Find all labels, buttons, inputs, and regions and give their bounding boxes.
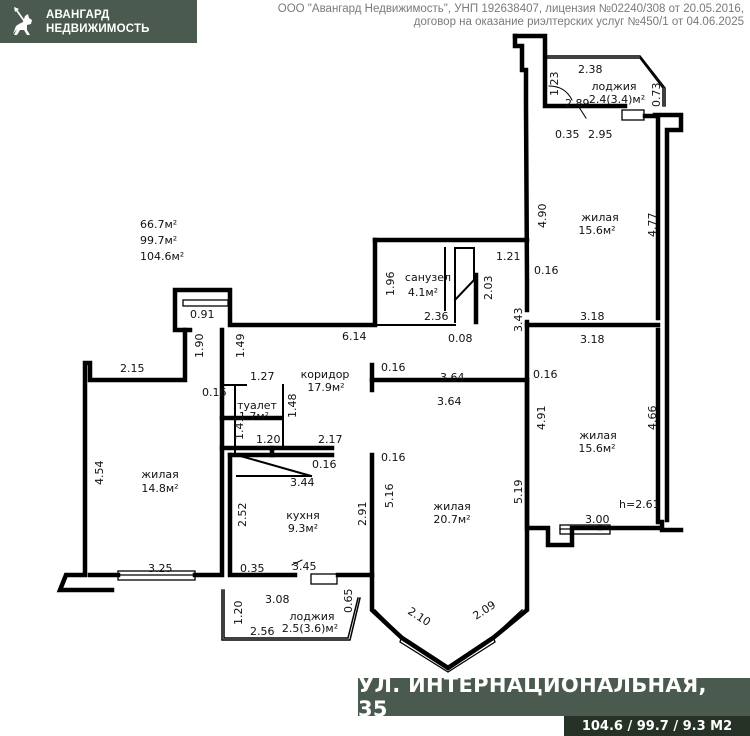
dim-label: 5.16: [383, 484, 396, 509]
knight-on-horse-icon: [0, 0, 46, 43]
dim-label: 0.16: [533, 368, 558, 381]
dim-label: 3.18: [580, 310, 605, 323]
dim-label: 0.16: [381, 361, 406, 374]
loggia-bottom-name: лоджия: [289, 610, 334, 623]
dim-label: 3.08: [265, 593, 290, 606]
room-labels: лоджия 2.4(3.4)м² жилая 15.6м² санузел 4…: [141, 80, 645, 635]
dim-label: 2.52: [236, 503, 249, 528]
brand-logo: АВАНГАРД НЕДВИЖИМОСТЬ: [0, 0, 197, 43]
dim-label: 0.16: [534, 264, 559, 277]
dim-label: 3.00: [585, 513, 610, 526]
dim-label: 0.08: [448, 332, 473, 345]
dim-label: 2.38: [578, 63, 603, 76]
dim-label: 3.44: [290, 476, 315, 489]
toilet-name: туалет: [237, 399, 277, 412]
brand-line1: АВАНГАРД: [46, 8, 110, 21]
corridor-name: коридор: [301, 368, 350, 381]
dim-label: 0.91: [190, 308, 215, 321]
dim-label: 0.35: [240, 562, 265, 575]
loggia-top-name: лоджия: [591, 80, 636, 93]
kitchen-name: кухня: [286, 509, 319, 522]
dim-label: 0.16: [381, 451, 406, 464]
dim-label: 2.56: [250, 625, 275, 638]
dim-label: 3.64: [440, 371, 465, 384]
dim-label: 3.43: [512, 308, 525, 333]
license-line1: ООО "Авангард Недвижимость", УНП 1926384…: [277, 3, 744, 15]
total-area-full: 104.6м²: [140, 250, 184, 263]
dim-label: 1.90: [193, 334, 206, 359]
living-name: жилая: [433, 500, 470, 513]
dim-label: 2.10: [405, 605, 433, 629]
dim-label: 0.35: [555, 128, 580, 141]
dim-label: 0.73: [650, 83, 663, 108]
dim-label: 2.09: [471, 598, 499, 622]
ceiling-height: h=2.61: [619, 498, 660, 511]
license-info: ООО "Авангард Недвижимость", УНП 1926384…: [278, 3, 744, 29]
dim-label: 1.96: [384, 272, 397, 297]
walls: [56, 33, 684, 673]
dim-label: 1.49: [234, 334, 247, 359]
dim-label: 0.16: [202, 386, 227, 399]
brand-name: АВАНГАРД НЕДВИЖИМОСТЬ: [46, 8, 150, 36]
bedroom-w-area: 14.8м²: [141, 482, 178, 495]
license-line2: договор на оказание риэлтерских услуг №4…: [413, 16, 744, 28]
bedroom-w-name: жилая: [141, 468, 178, 481]
total-area-general: 99.7м²: [140, 234, 177, 247]
dim-label: 1.27: [250, 370, 275, 383]
bathroom-name: санузел: [405, 271, 451, 284]
dim-label: 3.45: [292, 560, 317, 573]
bedroom-ne-name: жилая: [581, 211, 618, 224]
living-area: 20.7м²: [433, 513, 470, 526]
dim-label: 1.21: [496, 250, 521, 263]
dim-label: 1.48: [286, 394, 299, 419]
dim-label: 2.17: [318, 433, 343, 446]
dim-label: 4.91: [535, 406, 548, 431]
dim-label: 3.64: [437, 395, 462, 408]
dim-label: 1.23: [548, 72, 561, 97]
dim-label: 0.65: [342, 589, 355, 614]
dim-label: 2.89: [565, 97, 590, 110]
dim-label: 4.54: [93, 461, 106, 486]
loggia-bottom-area: 2.5(3.6)м²: [282, 622, 338, 635]
dim-label: 6.14: [342, 330, 367, 343]
corridor-area: 17.9м²: [307, 381, 344, 394]
dim-label: 3.18: [580, 333, 605, 346]
dim-label: 2.15: [120, 362, 145, 375]
dim-label: 2.03: [482, 276, 495, 301]
bedroom-e-name: жилая: [579, 429, 616, 442]
brand-line2: НЕДВИЖИМОСТЬ: [46, 22, 150, 35]
dim-label: 3.25: [148, 562, 173, 575]
dim-label: 2.36: [424, 310, 449, 323]
dim-label: 2.95: [588, 128, 613, 141]
dim-label: 5.19: [512, 480, 525, 505]
dim-label: 0.16: [312, 458, 337, 471]
dim-label: 4.66: [646, 406, 659, 431]
dim-label: 1.41: [233, 416, 246, 441]
dim-label: 4.90: [536, 204, 549, 229]
dim-label: 1.20: [232, 601, 245, 626]
bedroom-e-area: 15.6м²: [578, 442, 615, 455]
bathroom-area: 4.1м²: [408, 286, 438, 299]
bedroom-ne-area: 15.6м²: [578, 224, 615, 237]
kitchen-area: 9.3м²: [288, 522, 318, 535]
total-area-living: 66.7м²: [140, 218, 177, 231]
dimension-labels: 2.38 1.23 2.89 0.73 0.35 2.95 4.90 4.77 …: [93, 63, 663, 638]
dim-label: 4.77: [646, 213, 659, 238]
dim-label: 2.91: [356, 502, 369, 527]
area-totals: 66.7м² 99.7м² 104.6м²: [140, 218, 184, 263]
toilet-area: 1.7м²: [239, 410, 269, 423]
dim-label: 1.20: [256, 433, 281, 446]
loggia-top-area: 2.4(3.4)м²: [589, 93, 645, 106]
address-banner: УЛ. ИНТЕРНАЦИОНАЛЬНАЯ, 35: [358, 673, 750, 721]
area-summary: 104.6 / 99.7 / 9.3 М2: [564, 716, 750, 736]
